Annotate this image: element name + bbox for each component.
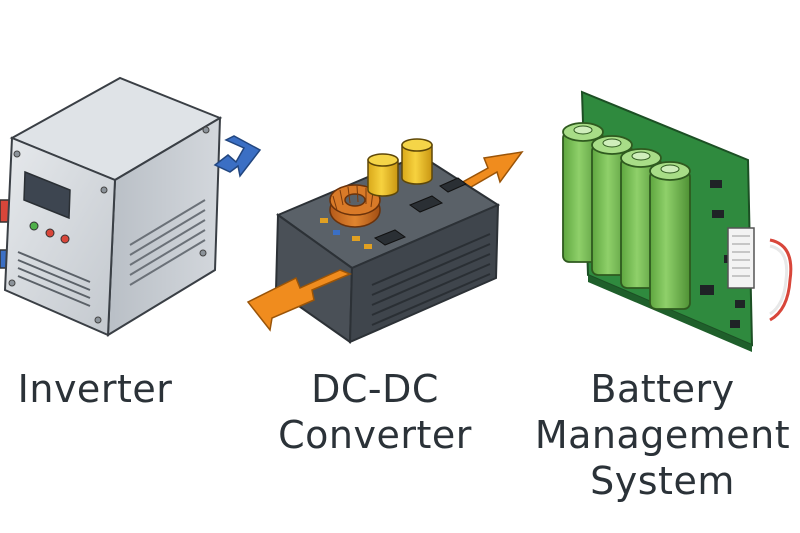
battery-management-system-label: Battery Management System: [525, 366, 800, 504]
pcb-edge: [588, 275, 752, 352]
inverter-box-icon: [0, 76, 262, 337]
side-vents: [129, 199, 206, 286]
red-led-icon: [60, 234, 70, 244]
battery-cell-icon: [649, 161, 691, 310]
battery-pack-pcb-icon: [562, 90, 793, 352]
red-led-icon: [45, 228, 55, 238]
arrow-right-blue-icon: [213, 135, 262, 178]
inverter-label: Inverter: [0, 366, 190, 412]
smd-chips: [320, 177, 467, 249]
dc-dc-converter-label: DC-DC Converter: [270, 366, 480, 458]
inverter-label-line: Inverter: [17, 367, 173, 411]
dc-dc-converter-module-icon: [246, 138, 524, 344]
connector-icon: [727, 227, 793, 322]
bms-label-line-3: System: [590, 459, 735, 503]
front-vents: [17, 251, 91, 307]
dc-dc-converter-label-line-2: Converter: [278, 413, 472, 457]
bms-label-line-1: Battery: [590, 367, 735, 411]
screws: [8, 126, 210, 324]
toroid-inductor-icon: [329, 184, 381, 228]
arrow-down-left-orange-icon: [246, 269, 352, 332]
heatsink-fins: [371, 233, 491, 326]
green-led-icon: [29, 221, 39, 231]
dc-dc-converter-label-line-1: DC-DC: [311, 367, 439, 411]
display-screen-icon: [23, 170, 71, 220]
bms-label-line-2: Management: [534, 413, 791, 457]
capacitor-icon: [367, 138, 433, 197]
